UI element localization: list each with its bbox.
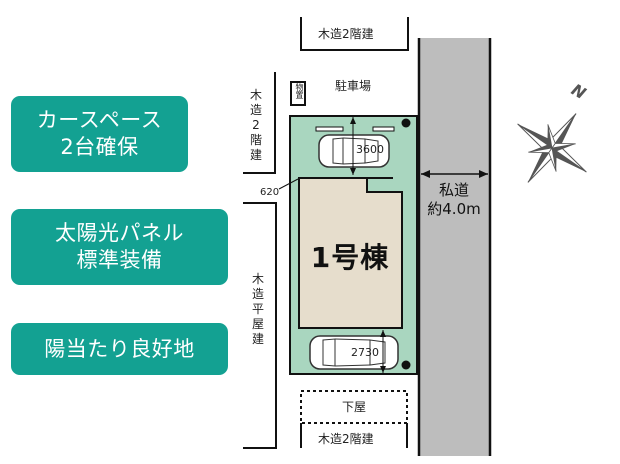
feature-badge-sunlight: 陽当たり良好地 xyxy=(11,323,228,375)
road-label-width: 約4.0m xyxy=(427,200,481,218)
storage-box xyxy=(290,81,306,106)
neighbor-left-lower-label: 木 造 平 屋 建 xyxy=(251,272,264,346)
neighbor-bottom-label: 木造2階建 xyxy=(318,432,374,446)
house-label: 1号棟 xyxy=(310,241,390,274)
parking-label: 駐車場 xyxy=(335,79,372,93)
neighbor-top-outline xyxy=(300,17,409,51)
neighbor-left-lower-outline xyxy=(243,202,277,449)
feature-line: 陽当たり良好地 xyxy=(44,336,195,361)
feature-line: 太陽光パネル xyxy=(55,221,184,245)
dimension-bottom-parking: 2730 xyxy=(351,346,379,359)
dimension-top-parking: 3600 xyxy=(356,143,384,156)
car-icon-top xyxy=(318,134,390,168)
feature-badge-parking: カースペース 2台確保 xyxy=(11,96,188,172)
neighbor-top-label: 木造2階建 xyxy=(318,27,374,41)
outbuilding-dotted xyxy=(300,390,408,424)
car-icon-bottom xyxy=(309,335,399,370)
feature-line: カースペース xyxy=(36,108,163,132)
feature-line: 2台確保 xyxy=(60,135,139,159)
feature-line: 標準装備 xyxy=(76,248,163,272)
feature-badge-solar: 太陽光パネル 標準装備 xyxy=(11,209,228,285)
dimension-side-gap: 620 xyxy=(260,187,280,198)
neighbor-left-upper-label: 木 造 2 階 建 xyxy=(249,88,262,162)
outbuilding-label: 下屋 xyxy=(342,400,367,414)
road-label-name: 私道 xyxy=(438,181,469,199)
compass-icon xyxy=(517,113,587,183)
private-road xyxy=(419,38,490,456)
neighbor-left-upper-outline xyxy=(243,72,276,174)
storage-label: 物置 xyxy=(295,83,304,99)
